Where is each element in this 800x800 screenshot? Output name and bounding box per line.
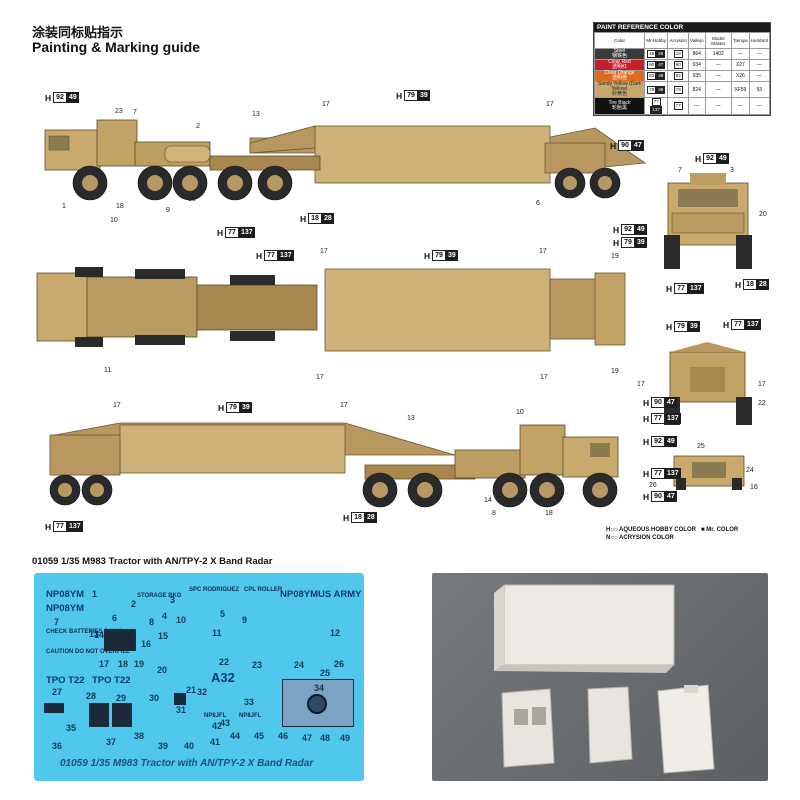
part-number: 10 [516,409,524,416]
part-number: 17 [546,101,554,108]
part-number: 17 [322,101,330,108]
part-number: 17 [637,381,645,388]
part-number: 18 [116,203,124,210]
top-view [36,267,626,352]
part-number: 6 [536,200,540,207]
rear-detail-view [673,455,745,490]
resin-parts-image [494,584,715,774]
part-number: 26 [649,482,657,489]
part-number: 7 [133,109,137,116]
part-number: 3 [730,167,734,174]
part-number: 25 [697,443,705,450]
product-caption: 01059 1/35 M983 Tractor with AN/TPY-2 X … [32,556,273,567]
legend-aqueous: H○○ AQUEOUS HOBBY COLOR ■ Mr. COLOR [606,527,739,533]
parts-photo [432,573,768,781]
title-english: Painting & Marking guide [32,39,201,55]
part-number: 17 [113,402,121,409]
paint-reference-table: PAINT REFERENCE COLOR Color Mr.Hobby Acr… [593,22,771,116]
console-decal [282,679,354,727]
part-number: 16 [750,484,758,491]
col-model-master: Model Master [704,32,733,49]
part-number: 14 [484,497,492,504]
part-number: 10 [110,217,118,224]
part-number: 17 [316,374,324,381]
side-view-left-truck [44,119,647,201]
part-number: 8 [492,510,496,517]
part-number: 1 [62,203,66,210]
part-number: 23 [115,108,123,115]
part-number: 22 [758,400,766,407]
part-number: 17 [539,248,547,255]
paint-table-title: PAINT REFERENCE COLOR [594,23,770,32]
part-number: 17 [320,248,328,255]
col-acrysion: Acrysion [667,32,690,49]
part-number: 13 [407,415,415,422]
col-vallejo: Vallejo [688,32,706,49]
front-view [664,173,752,269]
col-humbrol: Humbrol [748,32,771,49]
swatch-sandy-yellow: Sandy Yellow (Dark Yellow)砂黄色 [594,81,645,98]
part-number: 9 [166,207,170,214]
col-color: Color [594,32,645,49]
part-number: 24 [746,467,754,474]
part-number: 17 [758,381,766,388]
legend-acrysion: N○○ ACRYSION COLOR [606,535,674,541]
col-mrhobby: Mr.Hobby [643,32,669,49]
part-number: 18 [545,510,553,517]
part-number: 20 [759,211,767,218]
part-number: 19 [611,253,619,260]
part-number: 11 [104,367,112,374]
part-number: 19 [611,368,619,375]
part-number: 2 [196,123,200,130]
decal-caption: 01059 1/35 M983 Tractor with AN/TPY-2 X … [60,758,314,769]
part-number: 17 [540,374,548,381]
decal-sheet: NP08YM STORAGE BKG SPC RODRIGUEZ CPL ROL… [34,573,364,781]
part-number: 13 [252,111,260,118]
side-view-right-truck [49,422,619,508]
col-tamiya: Tamiya [731,32,750,49]
part-number: 15 [188,196,196,203]
part-number: 17 [340,402,348,409]
title-chinese: 涂装同标贴指示 [32,26,124,41]
part-number: 7 [678,167,682,174]
